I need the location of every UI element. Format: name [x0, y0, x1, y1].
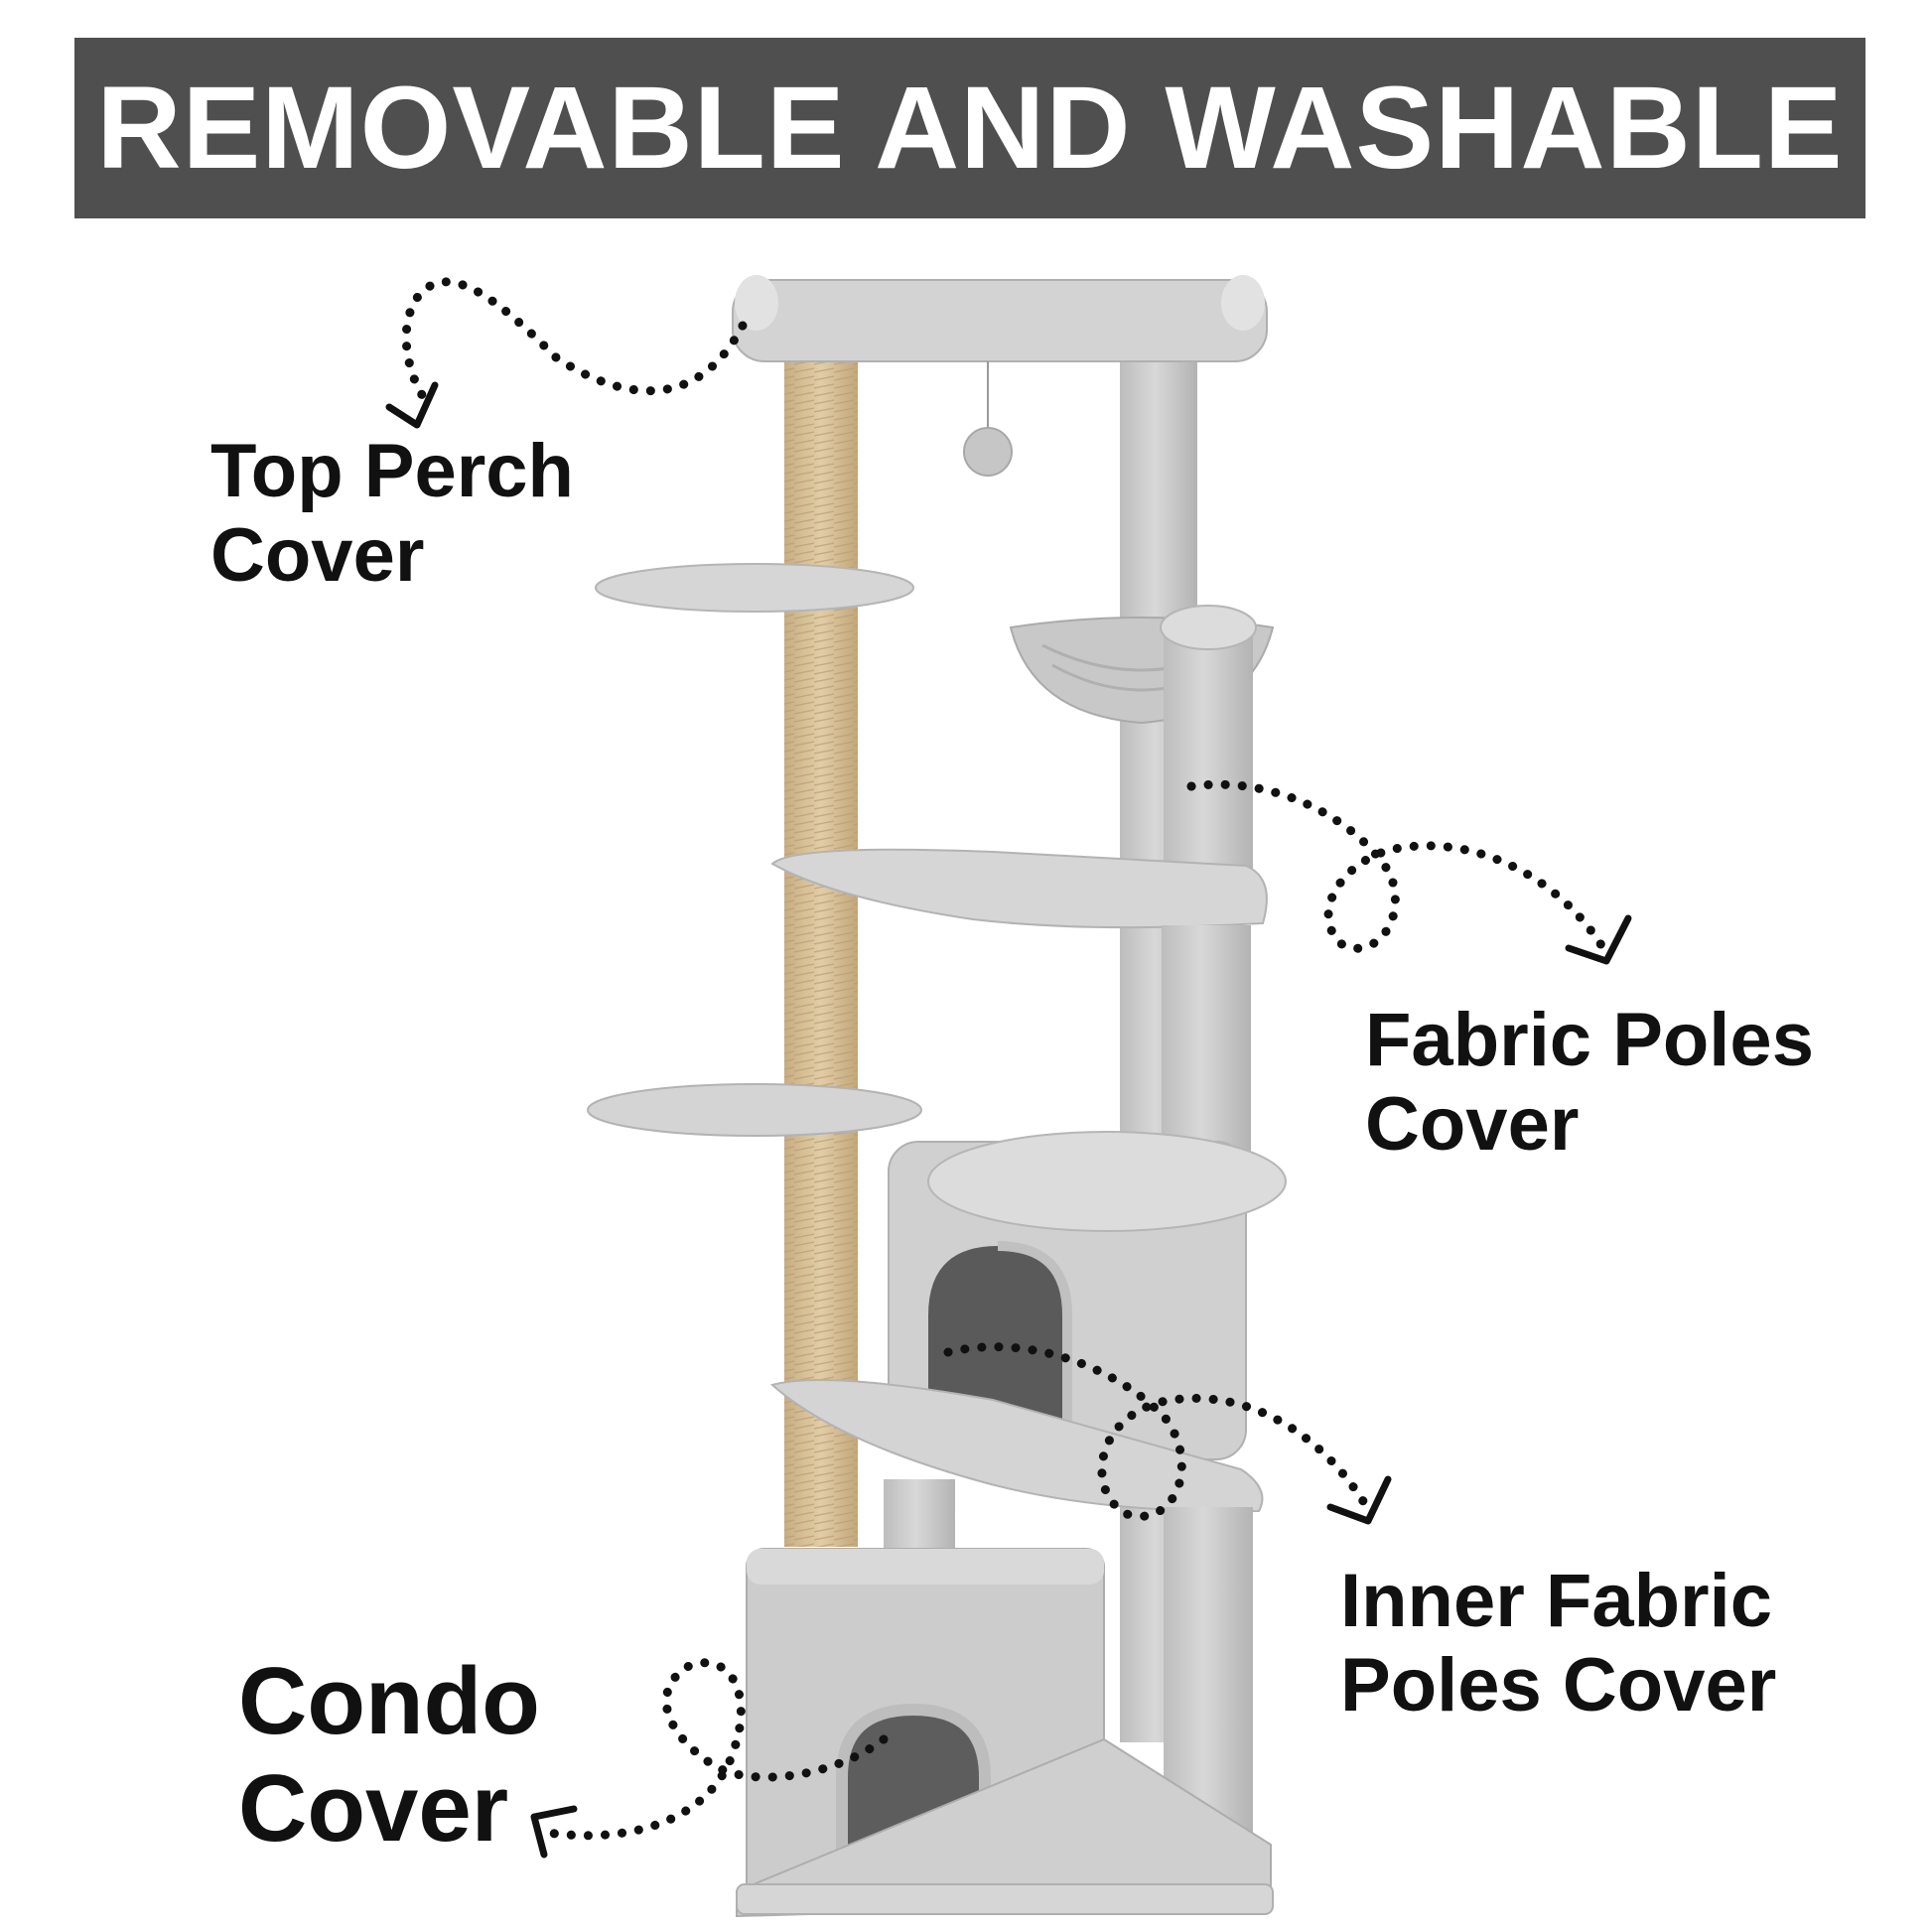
fabric-poles-arrow: [1186, 779, 1611, 958]
front-right-pole-upper: [1160, 605, 1257, 903]
header-banner: REMOVABLE AND WASHABLE: [74, 38, 1865, 218]
base-board: [736, 1737, 1274, 1918]
condo-cover-label: Condo Cover: [238, 1648, 540, 1862]
top-perch-label-line2: Cover: [210, 513, 425, 599]
condo-arrow: [536, 1658, 889, 1841]
fabric-poles-label-line1: Fabric Poles: [1365, 998, 1814, 1082]
top-perch-cover-label: Top Perch Cover: [210, 429, 574, 598]
condo-arrowhead: [530, 1805, 578, 1859]
upper-condo: [888, 1131, 1287, 1460]
top-perch-label-line1: Top Perch: [210, 429, 574, 513]
hanging-ball-toy: [963, 361, 1013, 477]
fabric-poles-label-line2: Cover: [1365, 1082, 1580, 1168]
inner-poles-label-line1: Inner Fabric: [1340, 1559, 1772, 1643]
banner-title: REMOVABLE AND WASHABLE: [96, 63, 1844, 194]
fabric-poles-cover-label: Fabric Poles Cover: [1365, 998, 1814, 1167]
fabric-poles-arrowhead: [1565, 914, 1632, 965]
upper-left-platform: [595, 563, 914, 613]
top-perch-arrowhead: [385, 381, 439, 429]
sisal-post: [784, 355, 858, 1547]
inner-poles-arrowhead: [1326, 1475, 1392, 1525]
condo-label-line1: Condo: [238, 1648, 540, 1754]
front-right-pole-lower: [1164, 1507, 1253, 1835]
top-perch-arrow: [401, 277, 748, 410]
inner-poles-label-line2: Poles Cover: [1340, 1643, 1777, 1728]
lower-left-platform: [587, 1083, 922, 1137]
condo-label-line2: Cover: [238, 1754, 509, 1862]
inner-poles-arrow: [943, 1342, 1373, 1521]
top-perch: [732, 275, 1268, 362]
inner-fabric-poles-cover-label: Inner Fabric Poles Cover: [1340, 1559, 1776, 1727]
